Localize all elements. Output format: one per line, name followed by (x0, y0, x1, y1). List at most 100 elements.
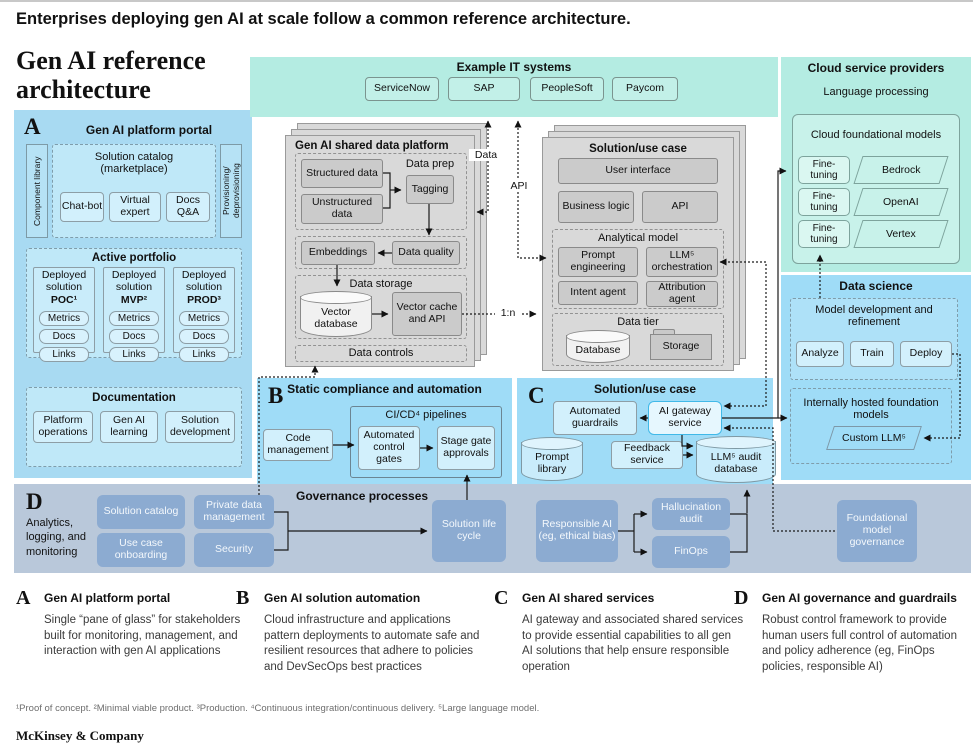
catalog-item-chatbot: Chat-bot (60, 192, 104, 222)
doc-solution-development: Solution development (165, 411, 235, 443)
intent-agent-box: Intent agent (558, 281, 638, 305)
llm-orchestration-box: LLM⁵ orchestration (646, 247, 718, 277)
feedback-service-box: Feedback service (611, 441, 683, 469)
catalog-item-docs-qa: Docs Q&A (166, 192, 210, 222)
legend-c-title: Gen AI shared services (522, 591, 655, 605)
provisioning-tab: Provisioning/ deprovisioning (220, 144, 242, 238)
data-storage-label: Data storage (349, 277, 413, 290)
tagging-box: Tagging (406, 175, 454, 204)
vector-database-cylinder: Vector database (300, 291, 372, 337)
llm-audit-db-label: LLM⁵ audit database (710, 451, 762, 475)
data-quality-box: Data quality (392, 241, 460, 265)
api-box: API (642, 191, 718, 223)
doc-genai-learning: Gen AI learning (100, 411, 158, 443)
gov-security: Security (194, 533, 274, 567)
cylinder-top (300, 291, 372, 304)
solution-stack-title: Solution/use case (589, 143, 687, 156)
legend-b-letter: B (236, 587, 250, 609)
active-portfolio-title: Active portfolio (91, 252, 177, 265)
exhibit-title: Gen AI reference architecture (16, 46, 206, 105)
business-logic-box: Business logic (558, 191, 634, 223)
panel-d-letter: D (26, 489, 43, 514)
provider-vertex: Vertex (853, 220, 949, 248)
mvp-links: Links (109, 347, 159, 362)
one-to-n-label: 1:n (495, 307, 521, 319)
poc-links: Links (39, 347, 89, 362)
legend-c-text: AI gateway and associated shared service… (522, 614, 744, 673)
gov-use-case-onboarding: Use case onboarding (97, 533, 185, 567)
solution-catalog-box (52, 144, 216, 238)
poc-metrics: Metrics (39, 311, 89, 326)
structured-data-box: Structured data (301, 159, 383, 188)
legend-b-title: Gen AI solution automation (264, 591, 421, 605)
llm-audit-db-cylinder: LLM⁵ audit database (696, 436, 776, 483)
data-link-label: Data (469, 149, 503, 161)
cicd-pipelines-title: CI/CD⁴ pipelines (385, 409, 467, 422)
cloud-subtitle: Language processing (823, 85, 929, 98)
prompt-engineering-box: Prompt engineering (558, 247, 638, 277)
deployed-tag: PROD³ (187, 294, 221, 307)
governance-title: Governance processes (296, 489, 429, 503)
database-cylinder: Database (566, 330, 630, 363)
gov-foundational: Foundational model governance (837, 500, 917, 562)
custom-llm-label: Custom LLM⁵ (842, 432, 906, 444)
model-dev-title: Model development and refinement (815, 303, 933, 328)
it-systems-title: Example IT systems (456, 60, 572, 75)
gov-finops: FinOps (652, 536, 730, 568)
gov-solution-life-cycle: Solution life cycle (432, 500, 506, 562)
panel-c-title: Solution/use case (593, 381, 697, 396)
prod-links: Links (179, 347, 229, 362)
data-science-title: Data science (839, 278, 913, 293)
data-prep-label: Data prep (405, 157, 455, 170)
poc-docs: Docs (39, 329, 89, 344)
panel-a-letter: A (24, 114, 41, 139)
unstructured-data-box: Unstructured data (301, 194, 383, 224)
prompt-library-cylinder: Prompt library (521, 437, 583, 481)
panel-c-letter: C (528, 383, 545, 408)
gov-responsible-ai: Responsible AI (eg, ethical bias) (536, 500, 618, 562)
gov-private-data: Private data management (194, 495, 274, 529)
gov-hallucination-audit: Hallucination audit (652, 498, 730, 530)
data-storage-region (295, 275, 467, 339)
data-platform-title: Gen AI shared data platform (295, 140, 449, 152)
legend-d-text: Robust control framework to provide huma… (762, 614, 957, 673)
provider-bedrock: Bedrock (853, 156, 949, 184)
provider-openai-label: OpenAI (883, 196, 919, 208)
solution-catalog-title: Solution catalog (marketplace) (94, 150, 174, 175)
deployed-tag: POC¹ (50, 294, 78, 307)
panel-a-title: Gen AI platform portal (85, 123, 213, 138)
code-management-box: Code management (263, 429, 333, 461)
storage-folder: Storage (650, 329, 712, 360)
legend-d-title: Gen AI governance and guardrails (762, 591, 957, 605)
footnote: ¹Proof of concept. ²Minimal viable produ… (16, 703, 540, 714)
top-rule (0, 0, 973, 2)
system-sap: SAP (448, 77, 520, 101)
headline: Enterprises deploying gen AI at scale fo… (16, 10, 631, 28)
cylinder-top (521, 437, 583, 450)
hosted-models-title: Internally hosted foundation models (803, 396, 939, 421)
doc-platform-operations: Platform operations (33, 411, 93, 443)
provider-vertex-label: Vertex (886, 228, 916, 240)
system-peoplesoft: PeopleSoft (530, 77, 604, 101)
embeddings-box: Embeddings (301, 241, 375, 265)
component-library-tab: Component library (26, 144, 48, 238)
quality-region (295, 236, 467, 269)
user-interface-box: User interface (558, 158, 718, 184)
data-controls-region: Data controls (295, 345, 467, 362)
prompt-library-label: Prompt library (535, 450, 569, 475)
step-analyze: Analyze (796, 341, 844, 367)
analytical-model-label: Analytical model (597, 231, 679, 244)
automated-guardrails-box: Automated guardrails (553, 401, 637, 435)
fine-tuning-2: Fine-tuning (798, 188, 850, 216)
system-servicenow: ServiceNow (365, 77, 439, 101)
cylinder-top (566, 330, 630, 343)
mvp-metrics: Metrics (109, 311, 159, 326)
fine-tuning-1: Fine-tuning (798, 156, 850, 184)
legend-c-letter: C (494, 587, 509, 609)
mvp-docs: Docs (109, 329, 159, 344)
governance-caption: Analytics, logging, and monitoring (26, 517, 86, 558)
api-link-label: API (505, 180, 533, 192)
cloud-models-title: Cloud foundational models (810, 128, 942, 141)
catalog-item-virtual-expert: Virtual expert (109, 192, 161, 222)
